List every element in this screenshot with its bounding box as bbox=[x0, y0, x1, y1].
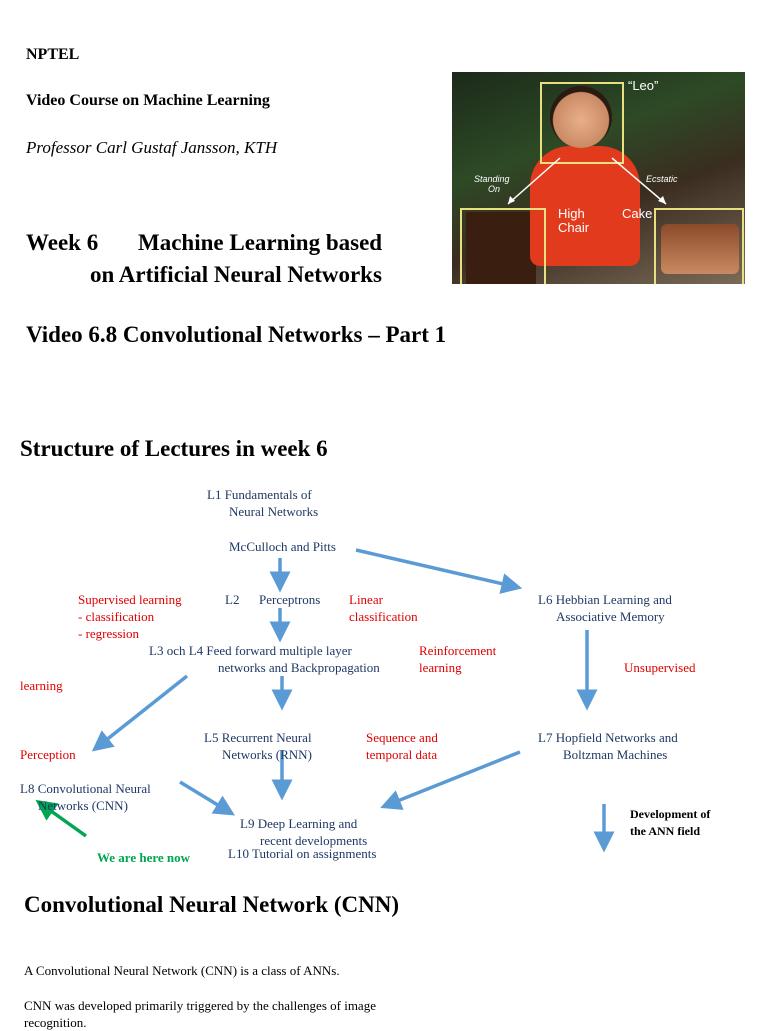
structure-heading: Structure of Lectures in week 6 bbox=[20, 436, 328, 461]
photo-label-on: On bbox=[488, 184, 501, 194]
node-l1-line2: Neural Networks bbox=[229, 504, 319, 519]
annotation-supervised-1: Supervised learning bbox=[78, 592, 182, 607]
node-l7-line2: Boltzman Machines bbox=[563, 747, 668, 762]
annotation-supervised-3: - regression bbox=[78, 626, 140, 641]
annotation-supervised-2: - classification bbox=[78, 609, 155, 624]
face-bounding-box bbox=[540, 82, 624, 164]
node-l34-line2: networks and Backpropagation bbox=[218, 660, 380, 675]
node-l5-line2: Networks (RNN) bbox=[222, 747, 312, 762]
photo-label-leo: “Leo” bbox=[628, 78, 659, 93]
arrow-l7-l9 bbox=[380, 750, 521, 810]
arrow-l8-l9 bbox=[179, 780, 235, 816]
cnn-paragraph-1: A Convolutional Neural Network (CNN) is … bbox=[24, 963, 340, 978]
node-l2: L2 bbox=[225, 592, 240, 607]
annotation-learning: learning bbox=[20, 678, 63, 693]
arrow-mcculloch-l6 bbox=[355, 548, 523, 594]
annotation-unsupervised: Unsupervised bbox=[624, 660, 696, 675]
node-l5-line1: L5 Recurrent Neural bbox=[204, 730, 312, 745]
node-l9-line2: recent developments bbox=[260, 833, 368, 848]
week-title-line2: on Artificial Neural Networks bbox=[90, 262, 382, 287]
annotation-linear-1: Linear bbox=[349, 592, 383, 607]
arrow-we-are-here bbox=[35, 799, 88, 838]
photo-label-standing: Standing bbox=[474, 174, 510, 184]
node-l7-line1: L7 Hopfield Networks and bbox=[538, 730, 678, 745]
node-l9-line1: L9 Deep Learning and bbox=[240, 816, 358, 831]
node-l6-line1: L6 Hebbian Learning and bbox=[538, 592, 672, 607]
week-title-line1: Machine Learning based bbox=[138, 230, 383, 255]
annotation-reinforcement-1: Reinforcement bbox=[419, 643, 497, 658]
node-l34-line1: L3 och L4 Feed forward multiple layer bbox=[149, 643, 352, 658]
cnn-heading: Convolutional Neural Network (CNN) bbox=[24, 892, 400, 917]
week-label: Week 6 bbox=[26, 230, 99, 255]
annotation-sequence-1: Sequence and bbox=[366, 730, 438, 745]
org-name: NPTEL bbox=[26, 46, 80, 63]
photo-arrows bbox=[507, 157, 667, 205]
node-perceptrons: Perceptrons bbox=[259, 592, 321, 607]
course-title: Video Course on Machine Learning bbox=[26, 92, 270, 109]
cnn-paragraph-2: CNN was developed primarily triggered by… bbox=[24, 998, 376, 1013]
node-l10: L10 Tutorial on assignments bbox=[228, 846, 377, 861]
annotation-development-1: Development of bbox=[630, 807, 711, 821]
chair-bounding-box bbox=[460, 208, 546, 284]
lecture-flow-arrows bbox=[35, 548, 615, 853]
annotation-reinforcement-2: learning bbox=[419, 660, 462, 675]
cnn-paragraph-3: recognition. bbox=[24, 1015, 87, 1030]
annotation-perception: Perception bbox=[20, 747, 76, 762]
annotation-linear-2: classification bbox=[349, 609, 418, 624]
photo-label-high: High bbox=[558, 206, 585, 221]
professor-name: Professor Carl Gustaf Jansson, KTH bbox=[26, 138, 278, 157]
annotation-sequence-2: temporal data bbox=[366, 747, 438, 762]
node-mcculloch: McCulloch and Pitts bbox=[229, 539, 336, 554]
video-title: Video 6.8 Convolutional Networks – Part … bbox=[26, 322, 447, 347]
chair-shape bbox=[466, 212, 536, 284]
photo-label-chair: Chair bbox=[558, 220, 590, 235]
node-l8-line2: Networks (CNN) bbox=[38, 798, 128, 813]
arrow-l34-l8 bbox=[91, 674, 189, 752]
annotation-we-are-here: We are here now bbox=[97, 850, 191, 865]
node-l6-line2: Associative Memory bbox=[556, 609, 665, 624]
photo-label-cake: Cake bbox=[622, 206, 653, 221]
cake-shape bbox=[661, 224, 739, 274]
node-l1-line1: L1 Fundamentals of bbox=[207, 487, 312, 502]
cake-bounding-box bbox=[654, 208, 744, 284]
photo-label-ecstatic: Ecstatic bbox=[646, 174, 678, 184]
annotation-development-2: the ANN field bbox=[630, 824, 700, 838]
node-l8-line1: L8 Convolutional Neural bbox=[20, 781, 151, 796]
photo-labeled-scene: “Leo” Standing On Ecstatic High Chair Ca… bbox=[452, 72, 745, 284]
face-shape bbox=[550, 86, 612, 148]
